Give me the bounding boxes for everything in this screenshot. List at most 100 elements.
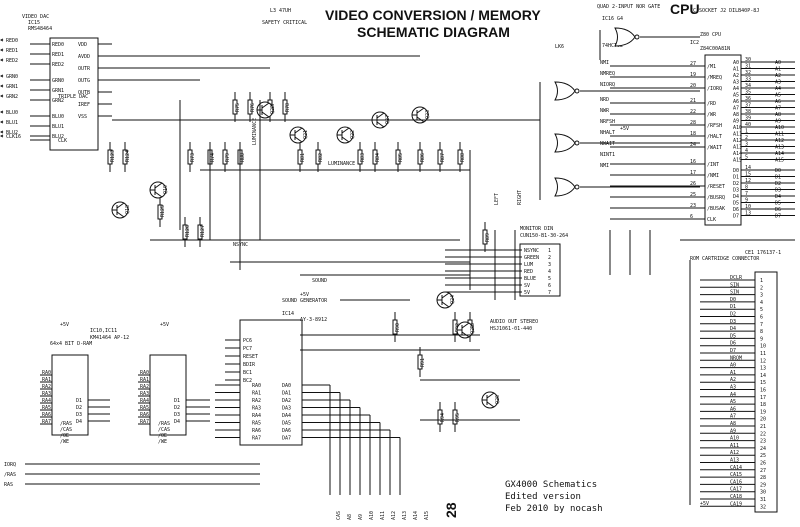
cart-pin-num-28: 28 [760, 475, 766, 481]
cart-pin-num-21: 21 [760, 424, 766, 430]
ic2-z80-cpu: IC SOCKET J2 DILB40P-8J Z80 CPU IC2 Z84C… [600, 8, 795, 226]
cpu-addr-pin-3: 3 [745, 142, 748, 148]
cart-pin-num-32: 32 [760, 504, 766, 510]
ic15-clk: CLK [58, 138, 67, 144]
cpu-addr-net-a1: A1 [775, 67, 781, 73]
cpu-addr-a7: A7 [733, 106, 739, 112]
cart-pin-num-14: 14 [760, 373, 766, 379]
ic14-ra-4: RA4 [252, 413, 261, 419]
cpu-net-nwait-7: NWAIT [600, 141, 615, 147]
cart-pin-a8-20: A8 [730, 421, 736, 427]
ic15-pin-vdd: VDD [78, 42, 87, 48]
ic10-ic11-dram: IC10,IC11 KM41464 AP-12 64x4 BIT D-RAM R… [40, 328, 210, 445]
cpu-pin-int: /INT [707, 162, 719, 168]
bottom-addr-a12: A12 [391, 511, 397, 520]
cpu-addr-net-a14: A14 [775, 151, 784, 157]
cart-pin-d1-4: D1 [730, 304, 736, 310]
power-label-2: +5V [160, 322, 169, 328]
ic14-data-da7: DA7 [282, 436, 291, 442]
cpu-addr-net-a9: A9 [775, 119, 781, 125]
cpu-data-pin-13: 13 [745, 211, 751, 217]
cart-pin-num-22: 22 [760, 431, 766, 437]
coil-label: L3 47UH [270, 8, 291, 14]
cpu-addr-pin-31: 31 [745, 64, 751, 70]
cart-pin-num-18: 18 [760, 402, 766, 408]
ic14-ra-5: RA5 [252, 421, 261, 427]
cart-pin-num-25: 25 [760, 453, 766, 459]
cpu-addr-pin-40: 40 [745, 122, 751, 128]
ic14-pin-reset: RESET [243, 354, 258, 360]
nsync-label: NSYNC [233, 242, 248, 248]
dram-a-ctrl-ras: /RAS [60, 421, 72, 427]
ic14-name: IC14 [282, 311, 294, 317]
net-label-clk16: CLK16 [6, 134, 21, 140]
cart-pin-ca15-27: CA15 [730, 472, 742, 478]
transistor-q18: Q18 [125, 205, 131, 214]
din-part-label: CUN150-B1-30-264 [520, 233, 568, 239]
ic14-data-da3: DA3 [282, 406, 291, 412]
cpu-data-net-d3: D3 [775, 188, 781, 194]
luminance-label-2: LUMINANCE [328, 161, 355, 167]
dram-a-ctrl-cas: /CAS [60, 427, 72, 433]
net-label-blu0: BLU0 [6, 110, 18, 116]
cpu-addr-pin-1: 1 [745, 129, 748, 135]
dram-a-ctrl-oe: /OE [60, 433, 69, 439]
cpu-data-d7: D7 [733, 214, 739, 220]
ic2-name: IC2 [690, 40, 699, 46]
ic14-ra-0: RA0 [252, 383, 261, 389]
page-number: 28 [443, 502, 459, 518]
din-pin-red-3: RED [524, 269, 533, 275]
din-pin-lum-2: LUM [524, 262, 533, 268]
cart-pin-d6-9: D6 [730, 341, 736, 347]
cartridge-title: ROM CARTRIDGE CONNECTOR [690, 256, 760, 262]
cpu-addr-pin-38: 38 [745, 109, 751, 115]
bottom-addr-a10: A10 [369, 511, 375, 520]
ic14-ra-1: RA1 [252, 391, 261, 397]
cart-pin-a2-14: A2 [730, 377, 736, 383]
cpu-net-nmi-9: NMI [600, 163, 609, 169]
cpu-pin-busrq: /BUSRQ [707, 195, 725, 201]
audio-socket-label: HSJ1061-01-440 [490, 326, 532, 332]
ic15-pin-iref: IREF [78, 102, 90, 108]
bottom-addr-a15: A15 [424, 511, 430, 520]
cart-pin-d7-10: D7 [730, 348, 736, 354]
ic16-title: QUAD 2-INPUT NOR GATE [597, 4, 660, 10]
transistor-q25: Q25 [470, 325, 476, 334]
ic15-name: IC15 [28, 20, 40, 26]
title-line2: SCHEMATIC DIAGRAM [357, 24, 510, 40]
cart-pin-ca14-26: CA14 [730, 465, 742, 471]
cpu-addr-net-a8: A8 [775, 112, 781, 118]
dram-a-pin-ra2: RA2 [42, 384, 51, 390]
cpu-pin-num-25: 25 [690, 192, 696, 198]
dram-b-ctrl-cas: /CAS [158, 427, 170, 433]
dram-a-pin-ra5: RA5 [42, 405, 51, 411]
transistor-q20: Q20 [270, 105, 276, 114]
cpu-pin-num-28: 28 [690, 120, 696, 126]
dram-b-data-d1: D1 [174, 398, 180, 404]
din-pin-green-1: GREEN [524, 255, 539, 261]
cart-pin-a0-12: A0 [730, 363, 736, 369]
ic2-title: Z80 CPU [700, 32, 721, 38]
ic15-triple: TRIPLE DAC [58, 94, 88, 100]
net-label-grn2: GRN2 [6, 94, 18, 100]
cpu-pin-busak: /BUSAK [707, 206, 725, 212]
transistor-q23: Q23 [425, 110, 431, 119]
cart-pin-num-27: 27 [760, 468, 766, 474]
cpu-data-net-d0: D0 [775, 168, 781, 174]
cpu-data-d1: D1 [733, 175, 739, 181]
cart-pin-num-1: 1 [760, 278, 763, 284]
credit-line-3: Feb 2010 by nocash [505, 504, 603, 514]
cart-pin-a9-21: A9 [730, 428, 736, 434]
power-label-4: +5V [620, 126, 629, 132]
cpu-addr-a10: A10 [733, 125, 742, 131]
ic14-title: SOUND GENERATOR [282, 298, 328, 304]
ic10-part: KM41464 AP-12 [90, 335, 129, 341]
cpu-data-d2: D2 [733, 181, 739, 187]
cpu-pin-num-20: 20 [690, 83, 696, 89]
din-pin-num-5: 5 [548, 276, 551, 282]
cpu-pin-rd: /RD [707, 101, 716, 107]
dram-b-pin-ra5: RA5 [140, 405, 149, 411]
cart-pin-ca18-30: CA18 [730, 494, 742, 500]
cpu-pin-m1: /M1 [707, 64, 716, 70]
cpu-data-d5: D5 [733, 201, 739, 207]
